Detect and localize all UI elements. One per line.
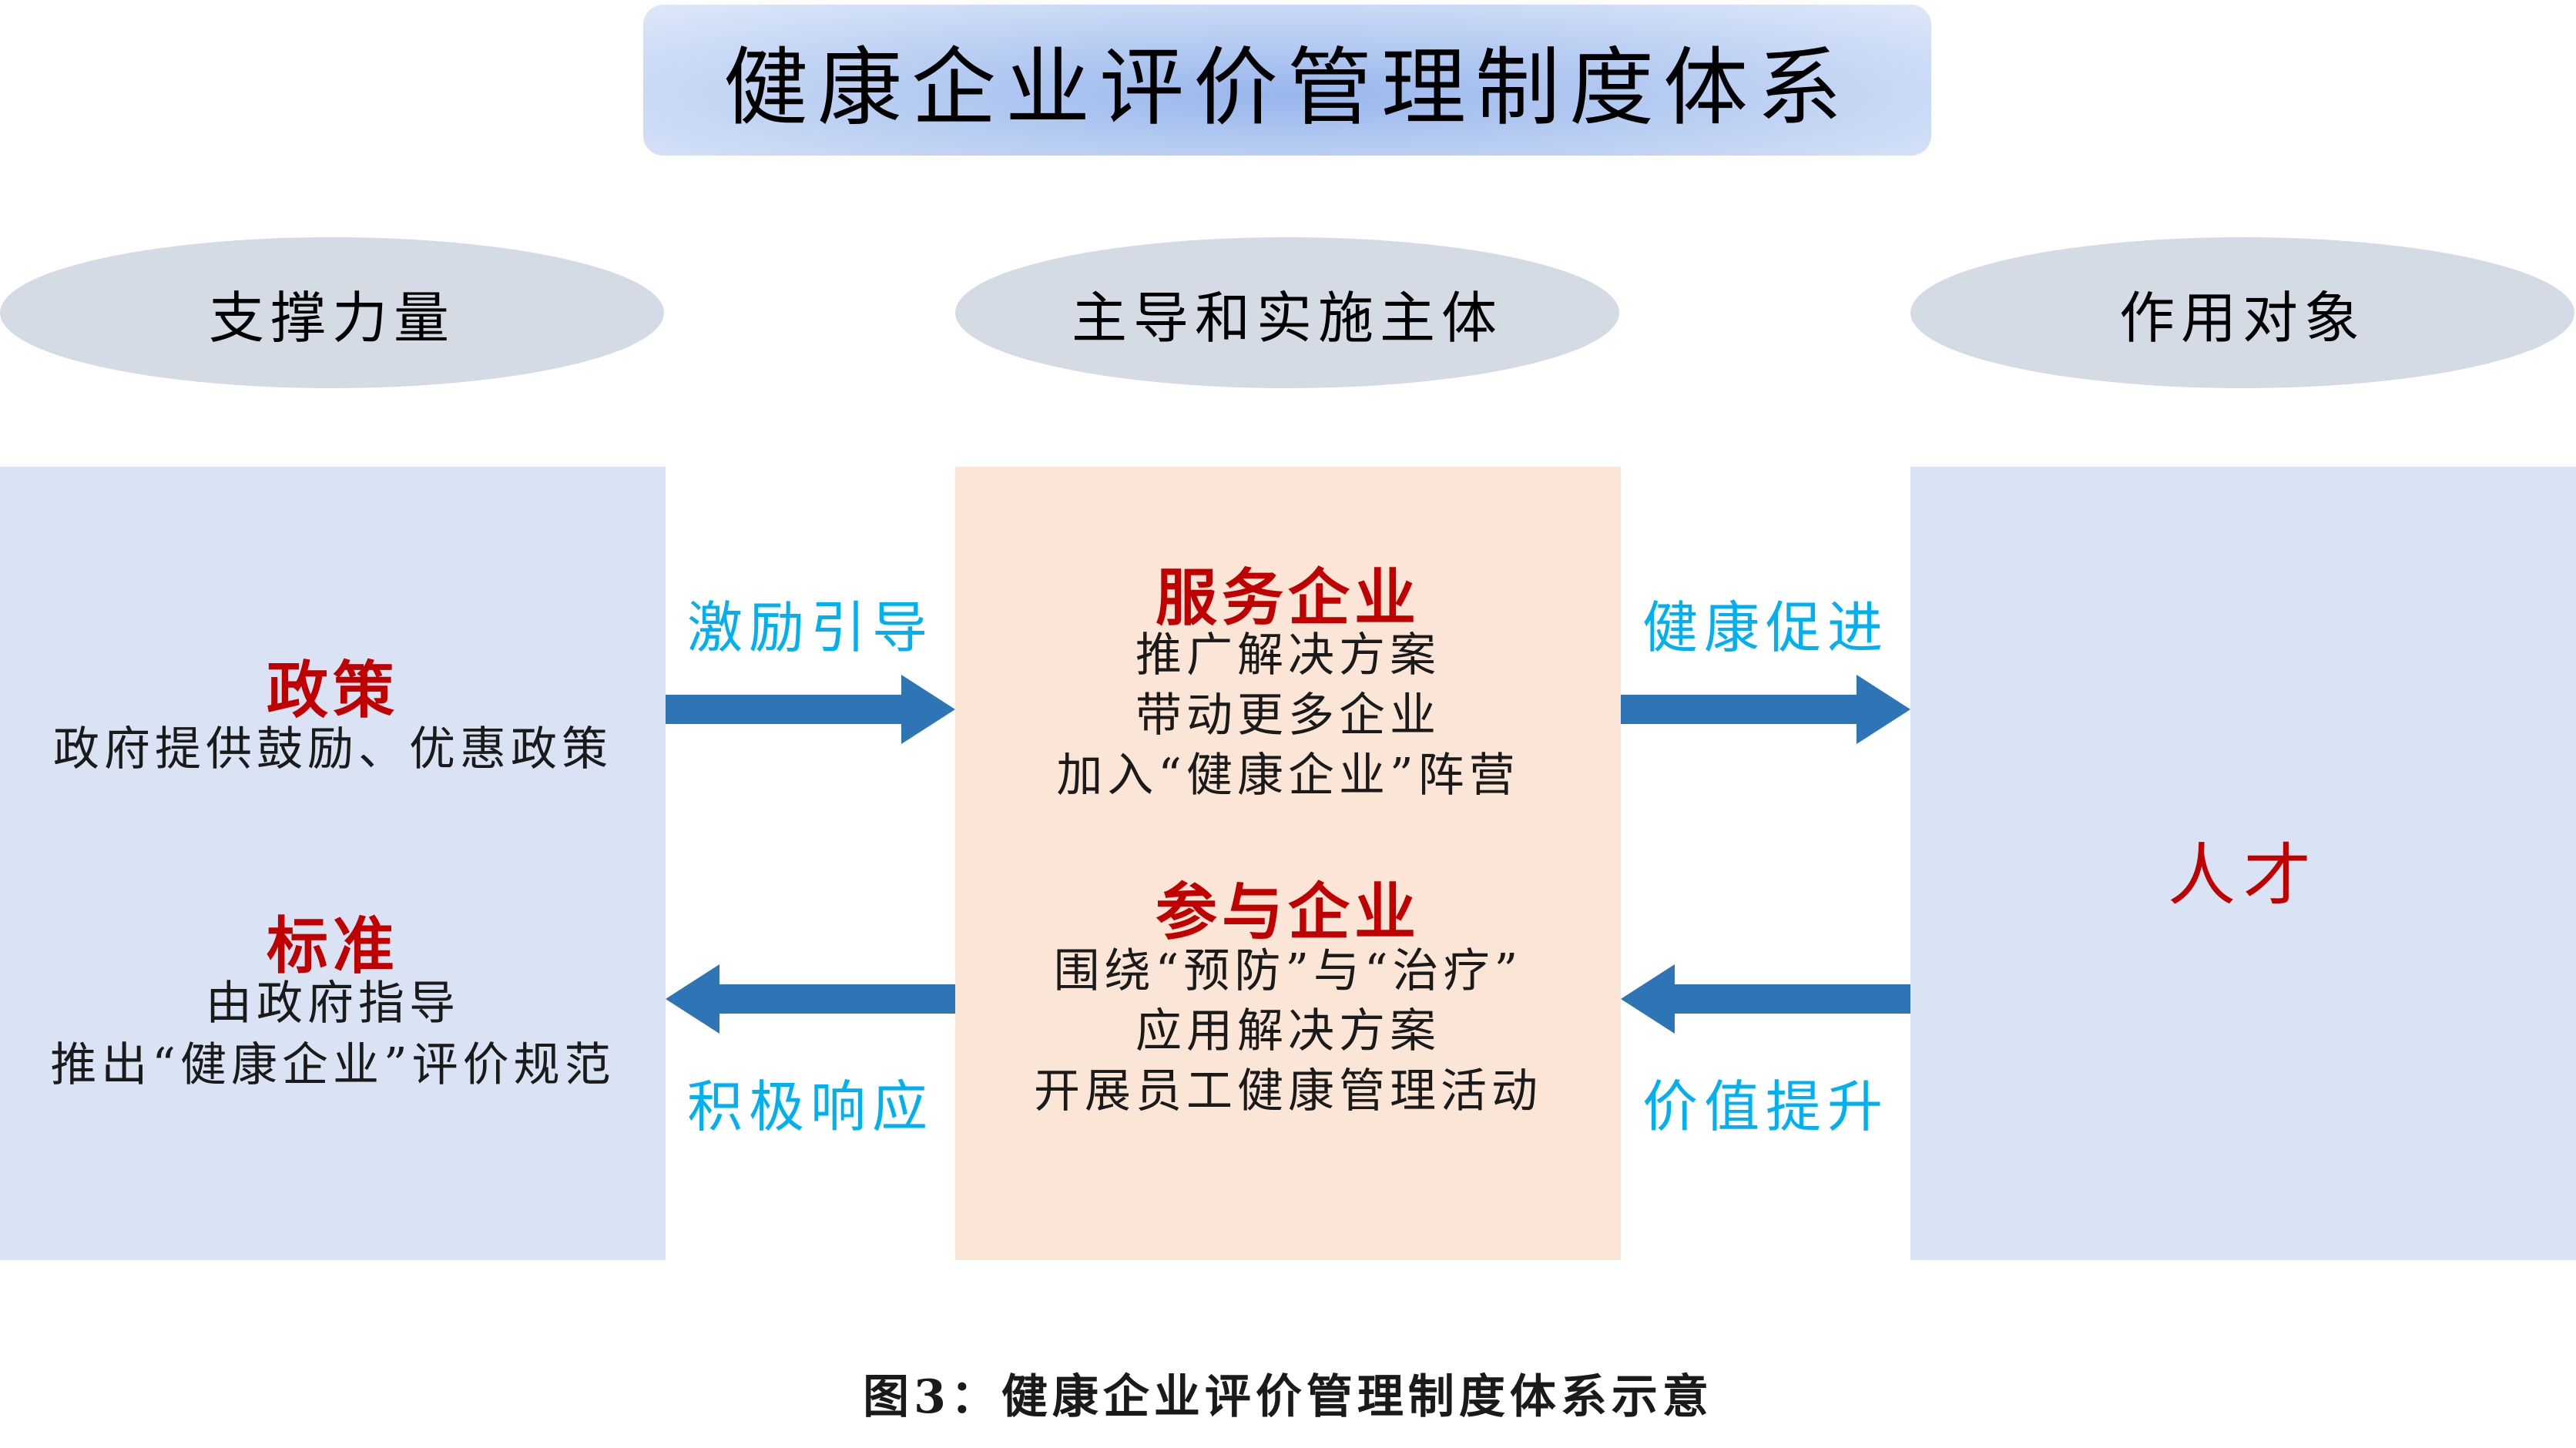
header-target-object: 作用对象: [1910, 237, 2574, 388]
panel-support: 政策 政府提供鼓励、优惠政策 标准 由政府指导 推出“健康企业”评价规范: [0, 467, 666, 1260]
target-text: 人才: [2167, 836, 2319, 915]
arrow-shape: [1621, 964, 1910, 1034]
figure-caption: 图3：健康企业评价管理制度体系示意: [863, 1370, 1713, 1424]
policy-text: 政府提供鼓励、优惠政策: [53, 722, 612, 776]
service-line-3: 加入“健康企业”阵营: [1056, 749, 1520, 803]
participant-line-2: 应用解决方案: [1135, 1004, 1441, 1058]
title-banner: 健康企业评价管理制度体系: [643, 5, 1931, 156]
participant-line-3: 开展员工健康管理活动: [1034, 1064, 1542, 1118]
panel-target: 人才: [1910, 467, 2576, 1260]
arrow-left-bottom-left: [666, 964, 955, 1034]
standard-line-2: 推出“健康企业”评价规范: [50, 1038, 615, 1092]
participant-line-1: 围绕“预防”与“治疗”: [1053, 944, 1523, 998]
participant-heading: 参与企业: [1156, 876, 1420, 948]
label-value-increase: 价值提升: [1642, 1074, 1889, 1139]
arrow-shape: [666, 964, 955, 1034]
arrow-left-bottom-right: [1621, 964, 1910, 1034]
standard-line-1: 由政府指导: [206, 977, 460, 1031]
label-incentive-guide: 激励引导: [686, 595, 934, 660]
standard-heading: 标准: [267, 910, 399, 982]
diagram-title: 健康企业评价管理制度体系: [723, 39, 1851, 137]
header-support-force: 支撑力量: [0, 237, 664, 388]
arrow-right-top-left: [666, 675, 955, 744]
header-lead-entity: 主导和实施主体: [955, 237, 1619, 388]
arrow-right-top-right: [1621, 675, 1910, 744]
service-line-1: 推广解决方案: [1135, 628, 1441, 682]
label-active-response: 积极响应: [686, 1074, 934, 1139]
panel-lead-entity: 服务企业 推广解决方案 带动更多企业 加入“健康企业”阵营 参与企业 围绕“预防…: [955, 467, 1621, 1260]
service-line-2: 带动更多企业: [1135, 689, 1441, 742]
arrow-shape: [666, 675, 955, 744]
service-heading: 服务企业: [1156, 561, 1420, 634]
label-health-promotion: 健康促进: [1642, 595, 1889, 660]
policy-heading: 政策: [267, 654, 399, 726]
arrow-shape: [1621, 675, 1910, 744]
